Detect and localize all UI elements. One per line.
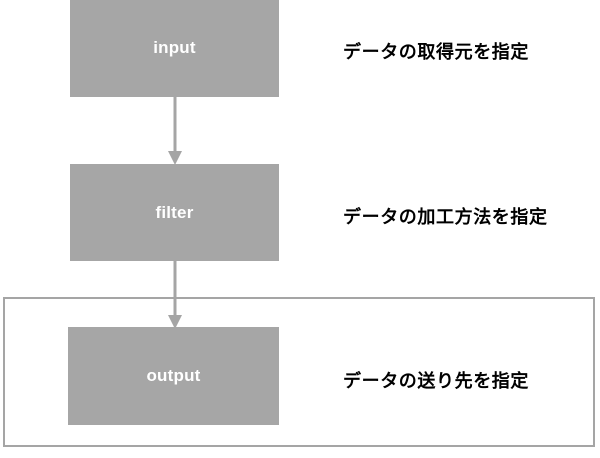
node-filter[interactable]: filter [70,164,279,261]
node-output-label: output [146,366,201,385]
node-input[interactable]: input [70,0,279,97]
node-filter-label: filter [155,202,194,222]
connector-filter-to-output-icon [160,259,190,331]
node-output[interactable]: output [68,327,279,425]
node-input-label: input [153,37,196,57]
output-group-box [3,297,595,447]
caption-filter: データの加工方法を指定 [343,207,548,227]
connector-input-to-filter-icon [160,95,190,167]
caption-output: データの送り先を指定 [343,371,529,391]
caption-input: データの取得元を指定 [343,42,529,62]
